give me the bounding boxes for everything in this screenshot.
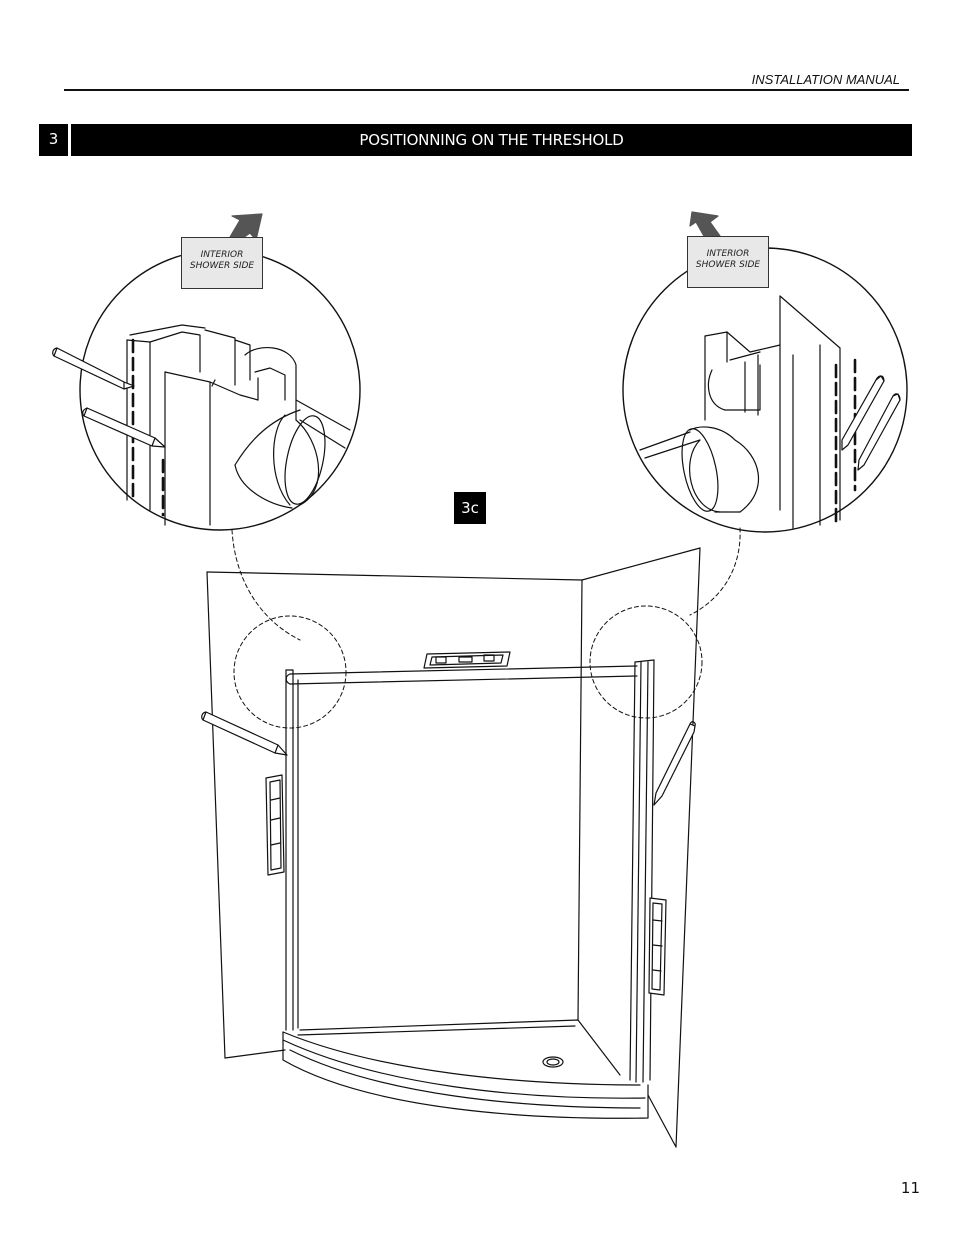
shower-enclosure-drawing bbox=[201, 547, 701, 1148]
right-detail-view bbox=[622, 211, 908, 533]
page-number: 11 bbox=[900, 1179, 920, 1197]
left-interior-shower-side-label: INTERIOR SHOWER SIDE bbox=[181, 237, 263, 289]
right-interior-shower-side-label: INTERIOR SHOWER SIDE bbox=[687, 236, 769, 288]
section-title: POSITIONNING ON THE THRESHOLD bbox=[71, 124, 912, 156]
left-label-line2: SHOWER SIDE bbox=[189, 261, 255, 271]
left-label-line1: INTERIOR bbox=[200, 250, 244, 260]
header-divider bbox=[64, 89, 909, 91]
manual-header-title: INSTALLATION MANUAL bbox=[751, 72, 900, 87]
right-label-line2: SHOWER SIDE bbox=[695, 260, 761, 270]
right-label-line1: INTERIOR bbox=[706, 249, 750, 259]
step-3c-badge: 3c bbox=[454, 492, 486, 524]
section-number: 3 bbox=[39, 124, 68, 156]
detail-callout-lines bbox=[231, 527, 741, 729]
right-up-arrow-icon bbox=[689, 211, 721, 239]
